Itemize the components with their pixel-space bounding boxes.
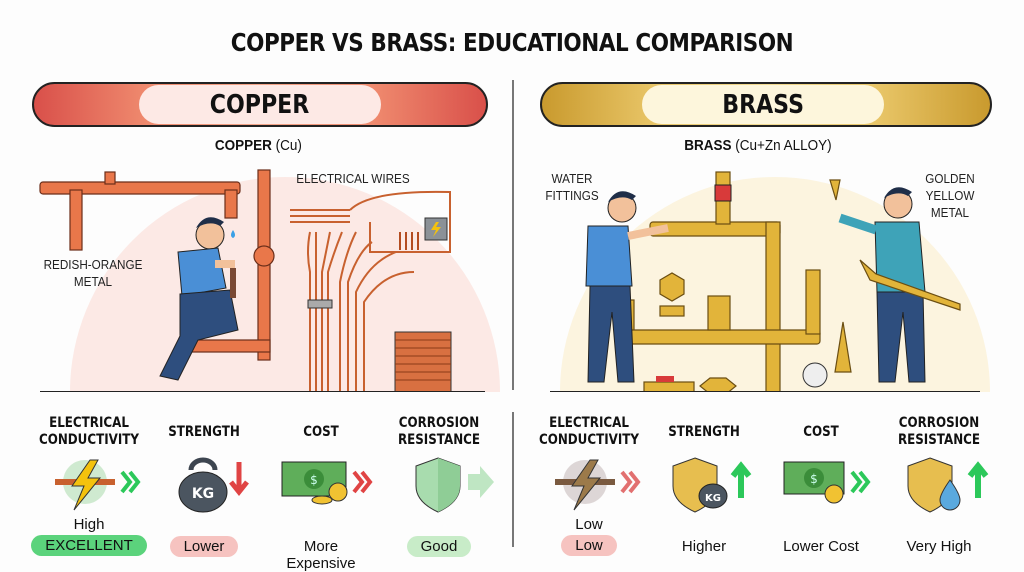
metric-badge: EXCELLENT (31, 535, 147, 556)
metric-heading: COST (303, 423, 339, 440)
copper-strength: STRENGTH KG Lower (145, 410, 263, 557)
brass-banner: BRASS (540, 82, 992, 127)
arrow-up-icon (730, 461, 752, 498)
brass-strength: STRENGTH KG Higher (645, 410, 763, 557)
double-chevron-right-icon (120, 470, 141, 494)
metric-heading: COST (803, 423, 839, 440)
metric-badge: Lower (169, 536, 239, 557)
section-divider (512, 80, 514, 390)
svg-text:KG: KG (705, 493, 721, 504)
svg-text:$: $ (310, 473, 318, 487)
metric-heading: STRENGTH (668, 423, 740, 440)
copper-banner: COPPER (32, 82, 488, 127)
water-fittings-label: WATER FITTINGS (545, 171, 599, 203)
brass-subtitle: BRASS (Cu+Zn ALLOY) (684, 137, 832, 154)
svg-text:$: $ (810, 472, 818, 486)
arrow-down-icon (229, 462, 249, 497)
metric-value: High (73, 516, 105, 533)
kettlebell-icon: KG (145, 454, 263, 514)
arrow-right-icon (468, 466, 494, 498)
metric-badge: Higher (681, 538, 727, 555)
page-title: COPPER VS BRASS: EDUCATIONAL COMPARISON (230, 28, 794, 57)
money-coin-icon: $ (762, 454, 880, 514)
green-shield-icon (380, 454, 498, 514)
svg-text:KG: KG (192, 486, 214, 502)
brass-banner-label: BRASS (642, 85, 884, 124)
lightning-wire-icon (530, 454, 648, 514)
copper-banner-label: COPPER (139, 85, 381, 124)
brass-cost: COST $ Lower Cost (762, 410, 880, 557)
metric-badge: Good (406, 536, 472, 557)
brass-color-label: GOLDEN YELLOW METAL (925, 171, 975, 220)
copper-illustration: ELECTRICAL WIRES REDISH-ORANGE METAL (30, 160, 500, 393)
copper-subtitle: COPPER (Cu) (214, 137, 302, 154)
electrical-wires-label: ELECTRICAL WIRES (296, 171, 410, 186)
copper-cost: COST $ More Expensive (262, 410, 380, 572)
metric-badge: Low (561, 535, 617, 556)
lightning-wire-icon (30, 454, 148, 514)
metric-badge: More Expensive (286, 538, 356, 572)
shield-kettlebell-icon: KG (645, 454, 763, 514)
gold-shield-drop-icon (880, 454, 998, 514)
brass-illustration: WATER FITTINGS GOLDEN YELLOW METAL (540, 160, 990, 395)
double-chevron-right-icon (620, 470, 641, 494)
metric-value: Low (575, 516, 603, 533)
metric-badge: Very High (906, 538, 972, 555)
arrow-up-icon (967, 461, 989, 498)
copper-color-label: REDISH-ORANGE METAL (43, 257, 143, 289)
double-chevron-right-icon (352, 470, 373, 494)
double-chevron-right-icon (850, 470, 871, 494)
metrics-divider (512, 412, 514, 547)
money-coins-icon: $ (262, 454, 380, 514)
metric-heading: STRENGTH (168, 423, 240, 440)
metric-badge: Lower Cost (783, 538, 859, 555)
